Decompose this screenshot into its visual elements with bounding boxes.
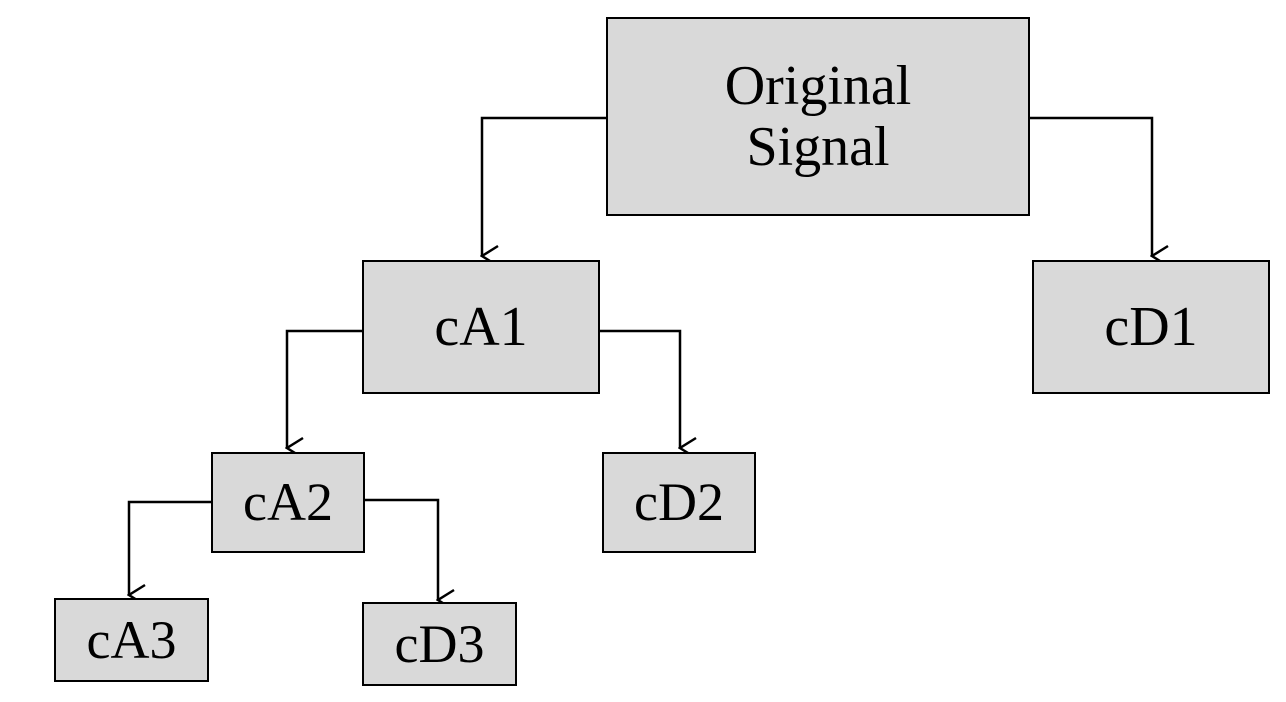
node-ca3: cA3 — [54, 598, 209, 682]
node-cd2-label: cD2 — [634, 472, 724, 533]
edge-ca2-to-ca3 — [129, 500, 212, 595]
node-ca3-label: cA3 — [86, 609, 177, 670]
edge-ca1-to-cd2 — [599, 329, 680, 448]
node-cd3-label: cD3 — [394, 613, 485, 674]
node-cd3: cD3 — [362, 602, 517, 686]
node-ca1-label: cA1 — [434, 295, 528, 358]
edge-original-to-ca1 — [482, 116, 606, 256]
node-ca2-label: cA2 — [243, 472, 333, 533]
edge-ca2-to-cd3 — [364, 498, 438, 600]
edge-original-to-cd1 — [1030, 116, 1152, 256]
node-cd1-label: cD1 — [1104, 295, 1198, 358]
node-cd1: cD1 — [1032, 260, 1270, 394]
node-original-signal-label: Original Signal — [724, 55, 912, 178]
node-cd2: cD2 — [602, 452, 756, 553]
node-original-signal: Original Signal — [606, 17, 1030, 216]
node-ca1: cA1 — [362, 260, 600, 394]
edge-ca1-to-ca2 — [287, 329, 363, 448]
node-ca2: cA2 — [211, 452, 365, 553]
